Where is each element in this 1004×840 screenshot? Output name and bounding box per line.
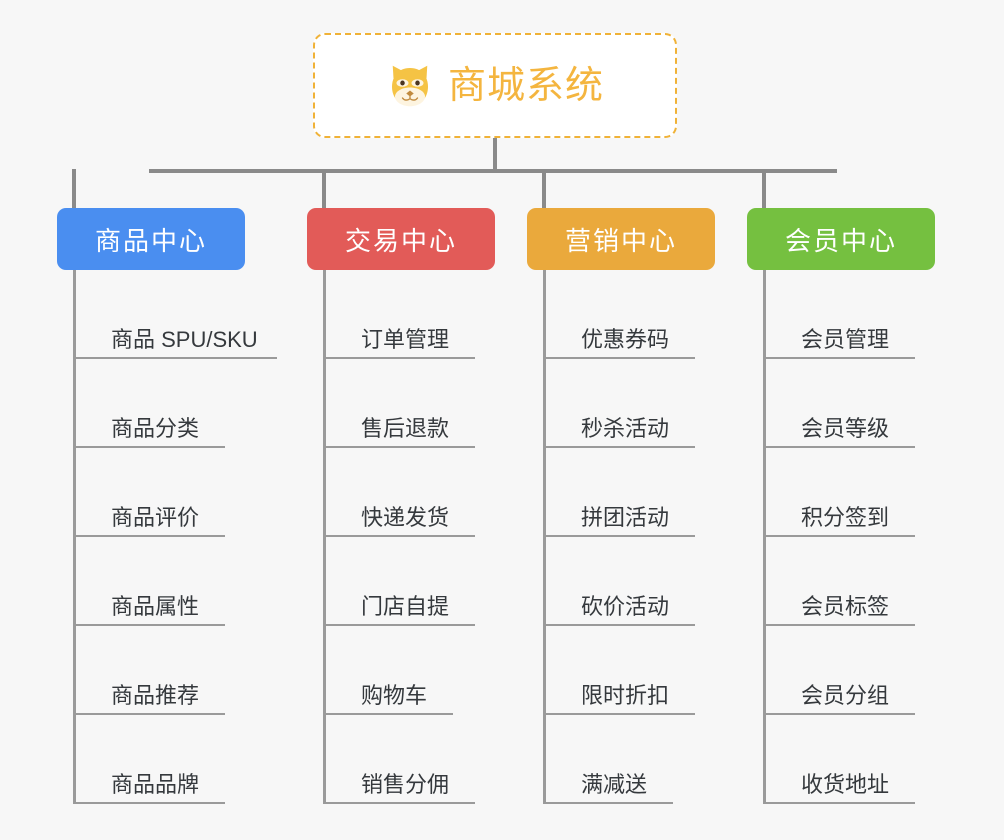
leaf-label: 门店自提 xyxy=(361,594,450,619)
leaf-underline xyxy=(73,535,225,537)
branch-drop-connector-1 xyxy=(72,169,76,210)
leaf-label: 订单管理 xyxy=(361,327,450,352)
leaf-label: 售后退款 xyxy=(361,416,450,441)
leaf-item[interactable]: 购物车 xyxy=(323,626,453,715)
leaf-item[interactable]: 门店自提 xyxy=(323,537,475,626)
leaf-trunk-4 xyxy=(763,270,766,804)
leaf-item[interactable]: 砍价活动 xyxy=(543,537,695,626)
leaf-item[interactable]: 商品评价 xyxy=(73,448,225,537)
leaf-label: 会员标签 xyxy=(801,594,890,619)
leaf-underline xyxy=(73,713,225,715)
leaf-underline xyxy=(543,802,673,804)
leaf-item[interactable]: 满减送 xyxy=(543,715,673,804)
branch-label: 会员中心 xyxy=(784,225,897,256)
branch-drop-connector-2 xyxy=(322,169,326,210)
leaf-label: 商品评价 xyxy=(111,505,200,530)
leaf-label: 商品分类 xyxy=(111,416,200,441)
leaf-label: 优惠券码 xyxy=(581,327,670,352)
leaf-item[interactable]: 拼团活动 xyxy=(543,448,695,537)
leaf-underline xyxy=(323,357,475,359)
leaf-underline xyxy=(73,446,225,448)
leaf-underline xyxy=(543,535,695,537)
leaf-underline xyxy=(763,446,915,448)
leaf-underline xyxy=(73,802,225,804)
leaf-label: 限时折扣 xyxy=(581,683,670,708)
leaf-label: 收货地址 xyxy=(801,772,890,797)
leaf-item[interactable]: 商品推荐 xyxy=(73,626,225,715)
leaf-label: 拼团活动 xyxy=(581,505,670,530)
leaf-item[interactable]: 会员等级 xyxy=(763,359,915,448)
leaf-label: 积分签到 xyxy=(801,505,890,530)
leaf-label: 会员管理 xyxy=(801,327,890,352)
leaf-underline xyxy=(543,357,695,359)
leaf-item[interactable]: 优惠券码 xyxy=(543,270,695,359)
branch-box-3[interactable]: 营销中心 xyxy=(527,208,715,270)
dog-face-icon xyxy=(386,62,434,110)
leaf-underline xyxy=(323,624,475,626)
leaf-item[interactable]: 商品 SPU/SKU xyxy=(73,270,277,359)
leaf-underline xyxy=(763,802,915,804)
leaf-underline xyxy=(73,624,225,626)
leaf-item[interactable]: 快递发货 xyxy=(323,448,475,537)
leaf-label: 满减送 xyxy=(581,772,648,797)
leaf-item[interactable]: 收货地址 xyxy=(763,715,915,804)
leaf-item[interactable]: 秒杀活动 xyxy=(543,359,695,448)
leaf-label: 商品属性 xyxy=(111,594,200,619)
leaf-item[interactable]: 会员分组 xyxy=(763,626,915,715)
leaf-underline xyxy=(323,802,475,804)
leaf-item[interactable]: 售后退款 xyxy=(323,359,475,448)
leaf-item[interactable]: 会员标签 xyxy=(763,537,915,626)
root-node[interactable]: 商城系统 xyxy=(313,33,677,138)
leaf-item[interactable]: 会员管理 xyxy=(763,270,915,359)
leaf-label: 会员分组 xyxy=(801,683,890,708)
leaf-label: 商品 SPU/SKU xyxy=(111,327,258,352)
leaf-item[interactable]: 限时折扣 xyxy=(543,626,695,715)
branch-drop-connector-3 xyxy=(542,169,546,210)
leaf-label: 秒杀活动 xyxy=(581,416,670,441)
branch-box-1[interactable]: 商品中心 xyxy=(57,208,245,270)
leaf-label: 会员等级 xyxy=(801,416,890,441)
root-title: 商城系统 xyxy=(447,64,604,107)
branch-box-2[interactable]: 交易中心 xyxy=(307,208,495,270)
leaf-label: 购物车 xyxy=(361,683,428,708)
leaf-label: 商品品牌 xyxy=(111,772,200,797)
leaf-underline xyxy=(763,357,915,359)
leaf-item[interactable]: 销售分佣 xyxy=(323,715,475,804)
leaf-item[interactable]: 商品分类 xyxy=(73,359,225,448)
leaf-underline xyxy=(323,713,453,715)
leaf-label: 砍价活动 xyxy=(581,594,670,619)
branch-label: 营销中心 xyxy=(564,225,677,256)
leaf-underline xyxy=(763,713,915,715)
leaf-underline xyxy=(763,624,915,626)
leaf-label: 快递发货 xyxy=(361,505,450,530)
leaf-item[interactable]: 订单管理 xyxy=(323,270,475,359)
leaf-label: 销售分佣 xyxy=(361,772,450,797)
leaf-item[interactable]: 商品属性 xyxy=(73,537,225,626)
leaf-underline xyxy=(543,713,695,715)
leaf-trunk-1 xyxy=(73,270,76,804)
leaf-item[interactable]: 商品品牌 xyxy=(73,715,225,804)
branch-connector-bus xyxy=(149,169,837,173)
root-connector-stem xyxy=(493,138,497,171)
leaf-underline xyxy=(543,624,695,626)
leaf-underline xyxy=(543,446,695,448)
branch-label: 商品中心 xyxy=(94,225,207,256)
leaf-trunk-3 xyxy=(543,270,546,804)
leaf-underline xyxy=(323,446,475,448)
leaf-underline xyxy=(323,535,475,537)
leaf-item[interactable]: 积分签到 xyxy=(763,448,915,537)
leaf-label: 商品推荐 xyxy=(111,683,200,708)
branch-drop-connector-4 xyxy=(762,169,766,210)
branch-label: 交易中心 xyxy=(344,225,457,256)
leaf-trunk-2 xyxy=(323,270,326,804)
leaf-underline xyxy=(763,535,915,537)
branch-box-4[interactable]: 会员中心 xyxy=(747,208,935,270)
leaf-underline xyxy=(73,357,277,359)
